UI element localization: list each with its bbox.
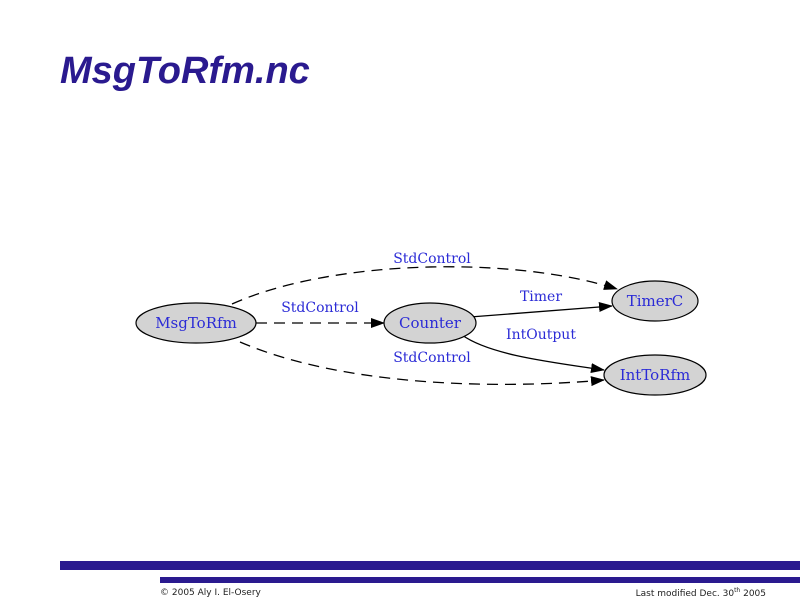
node-label-timerc: TimerC [627,292,684,310]
edge-counter-timerc-timer [469,302,613,318]
footer-last-modified: Last modified Dec. 30th 2005 [636,587,766,599]
edge-msgtorfm-timerc-stdcontrol [231,266,618,305]
edge-label-timer: Timer [520,289,562,305]
footer-divider-thick [60,561,800,570]
node-msgtorfm[interactable]: MsgToRfm [135,302,257,344]
edge-label-intoutput: IntOutput [506,327,576,343]
slide-title: MsgToRfm.nc [60,50,310,92]
footer-divider-thin [160,577,800,583]
node-label-inttorfm: IntToRfm [620,366,691,384]
footer-modified-suffix: 2005 [740,589,766,599]
footer-modified-prefix: Last modified Dec. 30 [635,589,735,599]
node-inttorfm[interactable]: IntToRfm [603,354,707,396]
node-timerc[interactable]: TimerC [611,280,699,322]
footer-copyright: © 2005 Aly I. El-Osery [160,588,261,598]
edge-label-top-stdcontrol: StdControl [393,251,471,267]
node-label-msgtorfm: MsgToRfm [155,314,237,332]
edge-label-bottom-stdcontrol: StdControl [393,350,471,366]
footer-modified-sup: th [734,587,741,594]
node-counter[interactable]: Counter [383,302,477,344]
edge-label-mid-stdcontrol: StdControl [281,300,359,316]
edge-counter-inttorfm-intoutput [461,334,605,374]
edge-msgtorfm-inttorfm-stdcontrol [239,341,605,387]
node-label-counter: Counter [399,314,462,332]
